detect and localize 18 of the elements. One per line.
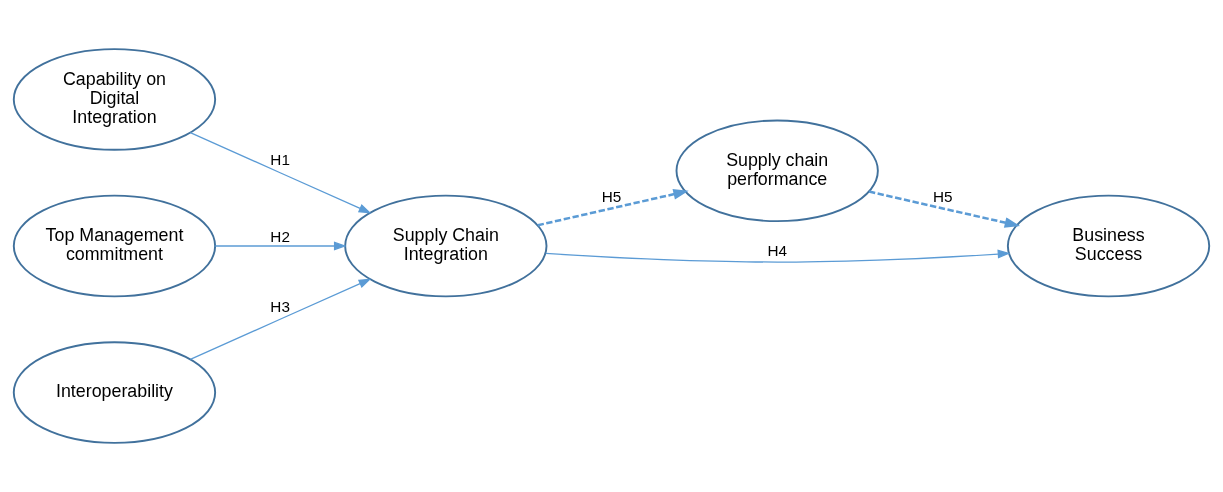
node-ellipse: Capability on Digital Integration (12, 48, 217, 151)
node-ellipse: Top Management commitment (12, 194, 217, 298)
edge-label: H1 (270, 151, 290, 169)
arrow (545, 249, 1011, 263)
node-ellipse: Business Success (1006, 194, 1211, 298)
arrow (189, 278, 372, 360)
node-ellipse: Interoperability (12, 341, 217, 444)
arrow (189, 132, 372, 214)
node-ellipse: Supply chain performance (675, 119, 879, 223)
edge-label: H5 (933, 188, 953, 206)
edge-label: H4 (767, 241, 787, 259)
edge-label: H2 (270, 227, 290, 245)
arrow (214, 241, 347, 251)
arrow (537, 188, 689, 227)
arrow (868, 190, 1020, 228)
edge-label: H3 (270, 297, 290, 315)
edge-label: H5 (601, 188, 622, 206)
node-ellipse: Supply Chain Integration (344, 194, 548, 298)
